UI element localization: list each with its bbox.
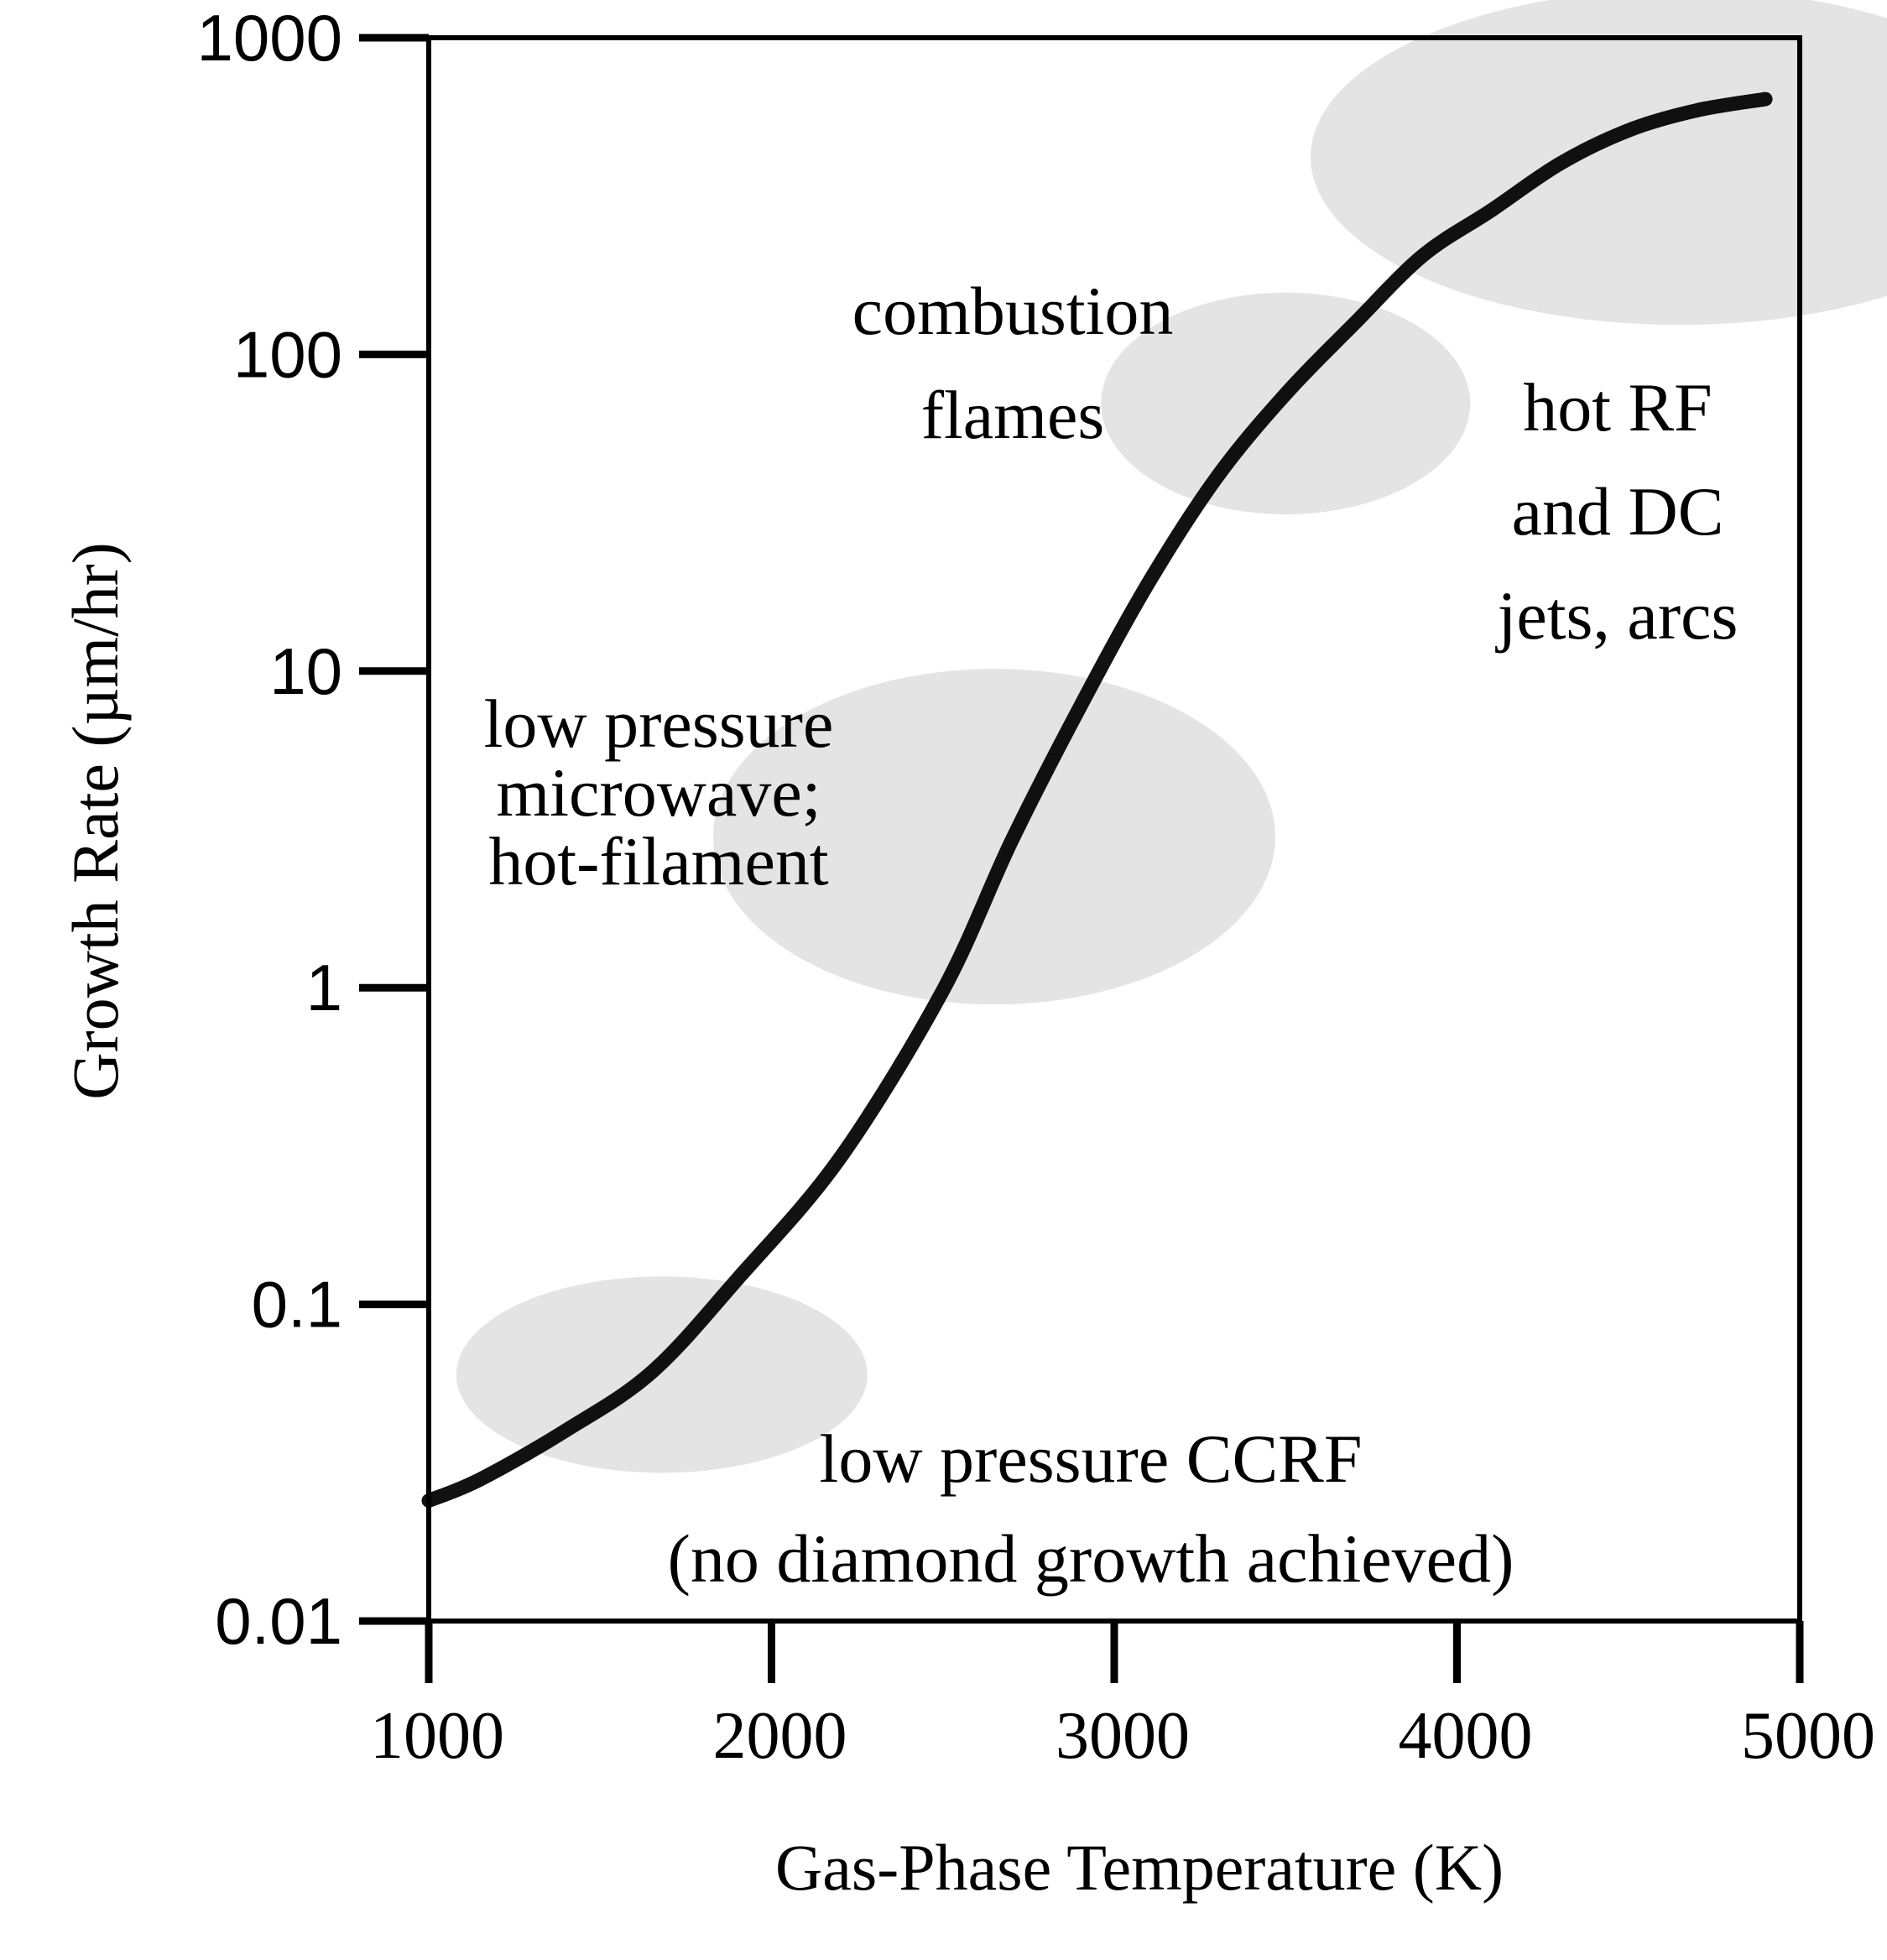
- region-ellipse: [1311, 0, 1887, 326]
- region-ellipse: [713, 669, 1276, 1005]
- y-tick-label: 1000: [196, 1, 342, 75]
- x-tick-label: 2000: [713, 1699, 847, 1773]
- series-layer: [421, 91, 1773, 1508]
- x-tick-label: 3000: [1056, 1699, 1190, 1773]
- region-label: jets, arcs: [1495, 577, 1738, 654]
- x-tick-label: 5000: [1741, 1699, 1875, 1773]
- y-axis-label: Growth Rate (µm/hr): [59, 542, 132, 1099]
- series-line: [421, 91, 1773, 1508]
- region-label: microwave;: [496, 754, 821, 831]
- region-label: combustion: [852, 273, 1174, 349]
- region-label: and DC: [1512, 473, 1724, 550]
- region-label: hot RF: [1523, 369, 1712, 446]
- region-ellipse: [456, 1276, 868, 1473]
- region-layer: [456, 0, 1887, 1473]
- y-tick-label: 0.01: [215, 1584, 342, 1658]
- x-tick-label: 1000: [370, 1699, 504, 1773]
- region-label: (no diamond growth achieved): [668, 1520, 1514, 1597]
- x-axis-label: Gas-Phase Temperature (K): [775, 1831, 1504, 1904]
- x-tick-label: 4000: [1399, 1699, 1533, 1773]
- region-label: low pressure CCRF: [820, 1420, 1363, 1497]
- region-label: hot-filament: [488, 823, 829, 899]
- region-label: low pressure: [484, 685, 834, 762]
- y-tick-label: 1: [306, 951, 342, 1024]
- y-tick-label: 100: [233, 317, 342, 391]
- y-tick-label: 10: [269, 634, 342, 708]
- region-label: flames: [921, 377, 1105, 453]
- y-tick-label: 0.1: [252, 1268, 342, 1342]
- axis-ticks: 0.01 0.1 1 10 100 1000 1000 2000 3000 4000 5000: [196, 1, 1875, 1773]
